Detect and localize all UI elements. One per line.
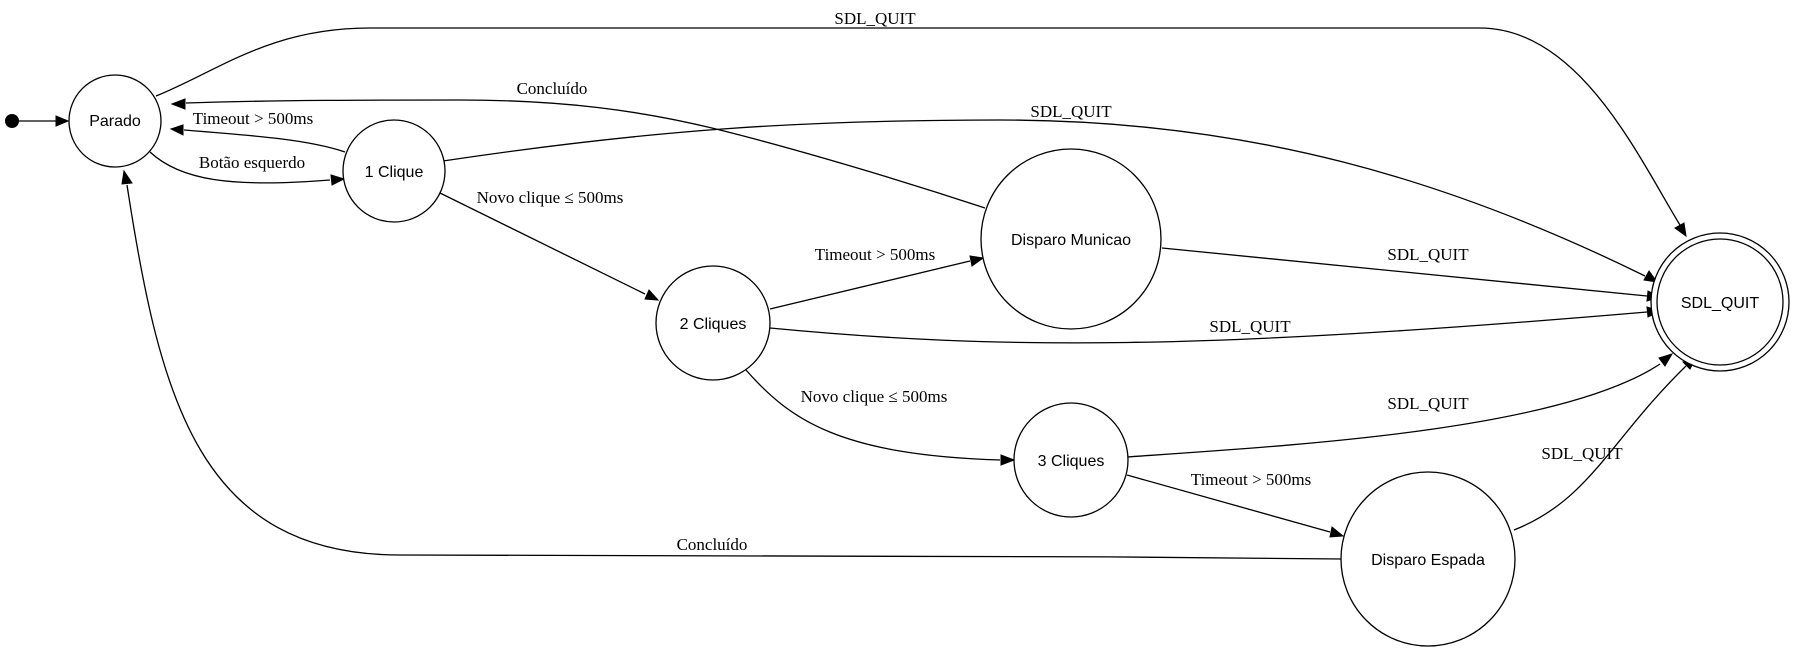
state-label-tres-cliques: 3 Cliques [1038,453,1105,470]
edge-municao-to-quit [1161,247,1648,297]
state-label-sdl-quit: SDL_QUIT [1681,295,1759,312]
arrowhead-um-to-dois [644,289,660,301]
edge-label-um-to-dois: Novo clique ≤ 500ms [477,188,624,207]
arrowhead-tres-to-espada [1329,526,1345,538]
state-dois-cliques: 2 Cliques [655,265,771,381]
state-parado: Parado [68,74,162,168]
arrowhead-municao-to-parado [170,98,186,110]
edge-dois-to-quit [769,311,1648,344]
edge-um-to-dois [439,192,646,295]
edge-espada-to-quit [1513,365,1687,531]
arrowhead-parado-to-um [330,174,346,186]
edge-label-parado-to-um: Botão esquerdo [199,153,305,172]
arrowhead-um-to-parado [169,124,184,136]
state-tres-cliques: 3 Cliques [1013,402,1129,518]
arrowhead-um-to-quit [1643,270,1659,283]
initial-state-dot [5,114,19,128]
state-label-dois-cliques: 2 Cliques [680,316,747,333]
edge-label-dois-to-tres: Novo clique ≤ 500ms [801,387,948,406]
state-disparo-municao: Disparo Municao [980,148,1162,330]
edge-espada-to-parado [126,184,1344,560]
edge-parado-to-quit [155,27,1681,226]
edge-label-parado-to-quit: SDL_QUIT [834,9,916,28]
edge-parado-to-um [149,151,331,184]
state-sdl-quit-final: SDL_QUIT [1650,232,1790,372]
edge-label-tres-to-espada: Timeout > 500ms [1191,470,1311,489]
edge-label-um-to-parado: Timeout > 500ms [193,109,313,128]
edge-um-to-parado [183,129,346,153]
arrowhead-espada-to-parado [121,169,133,185]
state-label-disparo-espada: Disparo Espada [1371,552,1485,569]
edge-um-to-quit [442,119,1646,277]
arrowhead-dois-to-municao [969,255,985,267]
arrowhead-parado-to-quit [1674,222,1687,238]
state-um-clique: 1 Clique [342,119,446,223]
edge-tres-to-espada [1126,474,1331,533]
state-label-parado: Parado [89,113,141,130]
state-label-um-clique: 1 Clique [365,164,424,181]
edge-dois-to-tres [745,369,1001,461]
edge-municao-to-parado [185,99,986,209]
edge-label-municao-to-parado: Concluído [517,79,588,98]
edge-label-espada-to-parado: Concluído [677,535,748,554]
edge-label-tres-to-quit: SDL_QUIT [1387,394,1469,413]
edge-tres-to-quit [1126,363,1661,458]
state-label-disparo-municao: Disparo Municao [1011,232,1131,249]
edge-label-um-to-quit: SDL_QUIT [1030,102,1112,121]
arrowhead-tres-to-quit [1658,353,1674,367]
state-disparo-espada: Disparo Espada [1340,471,1516,647]
edge-label-dois-to-municao: Timeout > 500ms [815,245,935,264]
arrowhead-dois-to-tres [1000,454,1016,466]
edge-label-dois-to-quit: SDL_QUIT [1209,317,1291,336]
edge-label-municao-to-quit: SDL_QUIT [1387,245,1469,264]
edge-dois-to-municao [769,260,971,310]
edge-label-espada-to-quit: SDL_QUIT [1541,444,1623,463]
arrowhead-initial-to-parado [55,115,70,127]
